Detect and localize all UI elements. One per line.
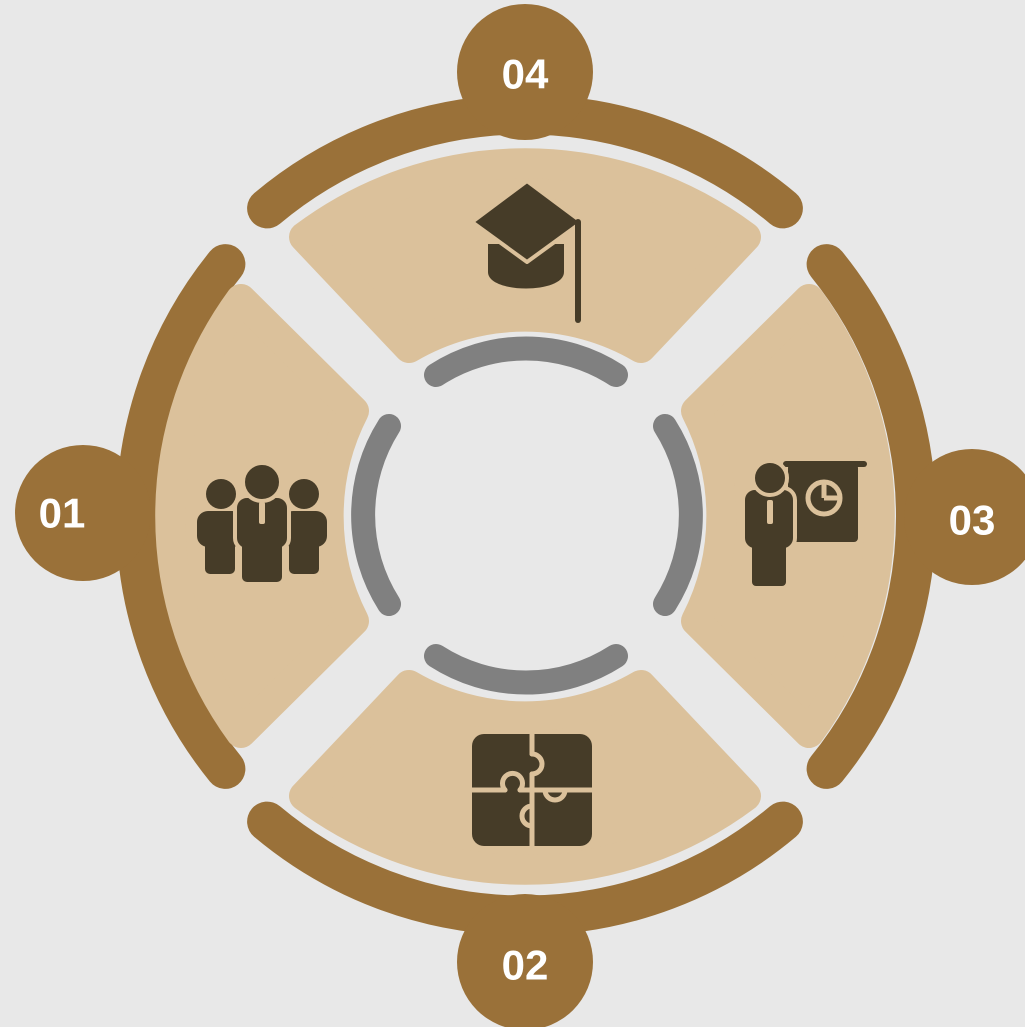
- puzzle-icon: [469, 731, 595, 849]
- label-02: 02: [502, 942, 549, 989]
- label-04: 04: [502, 51, 549, 98]
- inner-arc-right: [653, 414, 703, 616]
- badge-03: [904, 449, 1025, 585]
- number-badges: [15, 4, 1025, 1027]
- presenter-icon: [741, 459, 867, 586]
- inner-ring: [351, 336, 703, 695]
- label-03: 03: [949, 497, 996, 544]
- inner-arc-top: [424, 336, 628, 387]
- badge-02: [457, 894, 593, 1027]
- badge-04: [457, 4, 593, 140]
- inner-arc-left: [351, 414, 401, 616]
- inner-arc-bottom: [424, 644, 628, 695]
- team-icon: [197, 461, 327, 582]
- badge-01: [15, 445, 151, 581]
- label-01: 01: [39, 490, 86, 537]
- graduation-cap-icon: [470, 179, 584, 323]
